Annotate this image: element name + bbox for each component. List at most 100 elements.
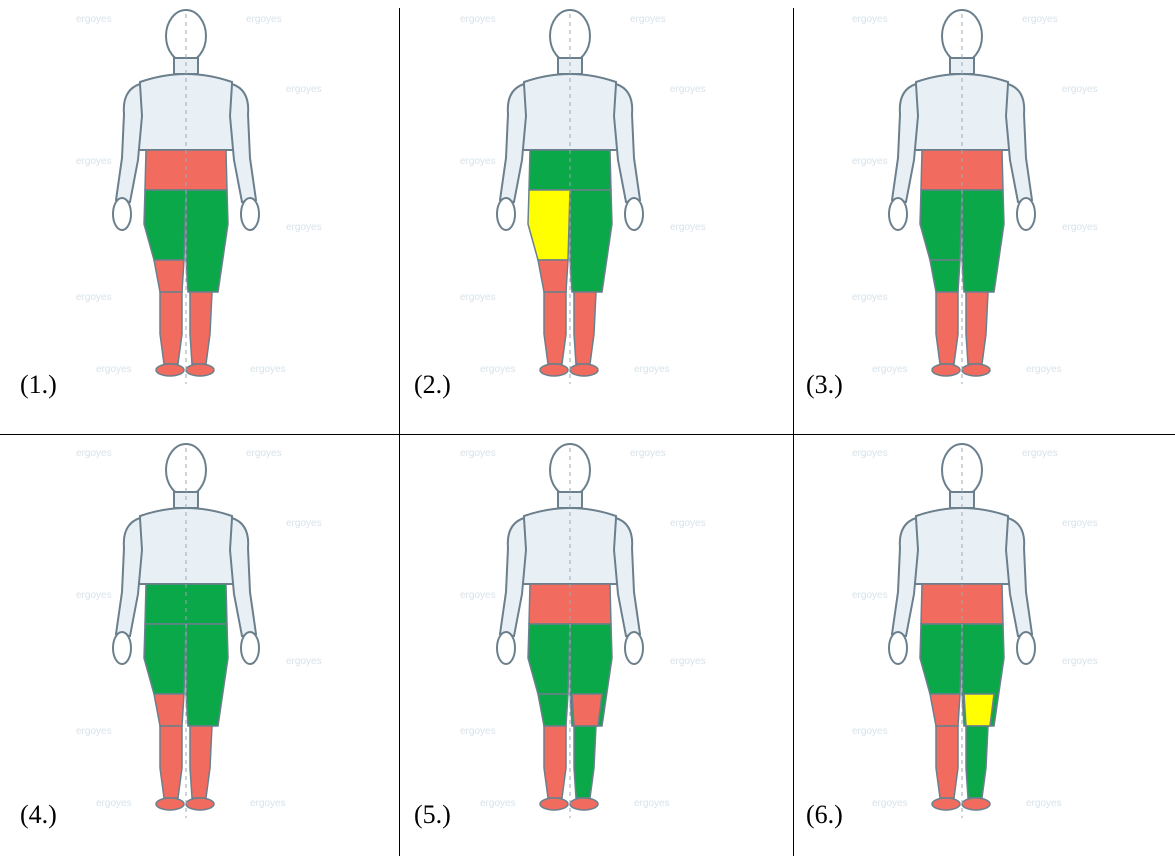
region-left-thigh-upper	[144, 624, 186, 694]
left-hand	[889, 632, 907, 664]
left-hand	[113, 198, 131, 230]
watermark-text: ergoyes	[1062, 84, 1098, 95]
watermark-text: ergoyes	[1026, 798, 1062, 809]
watermark-text: ergoyes	[460, 726, 496, 737]
watermark-text: ergoyes	[670, 656, 706, 667]
watermark-text: ergoyes	[460, 590, 496, 601]
region-right-lower-leg	[574, 726, 596, 798]
region-right-lower-leg	[966, 292, 988, 364]
region-right-lower-leg	[574, 292, 596, 364]
watermark-text: ergoyes	[630, 14, 666, 25]
watermark-text: ergoyes	[872, 364, 908, 375]
watermark-text: ergoyes	[76, 14, 112, 25]
watermark-text: ergoyes	[670, 222, 706, 233]
watermark-text: ergoyes	[76, 448, 112, 459]
watermark-text: ergoyes	[286, 222, 322, 233]
left-hand	[889, 198, 907, 230]
watermark-text: ergoyes	[76, 292, 112, 303]
region-left-lower-leg	[936, 292, 958, 364]
region-left-thigh-lower	[930, 260, 960, 292]
region-left-thigh-lower	[538, 260, 568, 292]
left-arm	[116, 518, 142, 636]
watermark-text: ergoyes	[852, 726, 888, 737]
right-hand	[241, 198, 259, 230]
watermark-text: ergoyes	[1062, 518, 1098, 529]
watermark-text: ergoyes	[670, 84, 706, 95]
watermark-text: ergoyes	[286, 656, 322, 667]
left-foot	[540, 798, 568, 810]
watermark-text: ergoyes	[1026, 364, 1062, 375]
watermark-text: ergoyes	[670, 518, 706, 529]
region-right-thigh	[570, 190, 612, 292]
region-right-lower-leg	[966, 726, 988, 798]
watermark-text: ergoyes	[246, 14, 282, 25]
divider-horizontal	[0, 434, 1175, 435]
right-arm	[230, 518, 256, 636]
left-hand	[113, 632, 131, 664]
region-right-thigh	[186, 190, 228, 292]
left-foot	[156, 364, 184, 376]
right-foot	[570, 364, 598, 376]
body-diagram: ergoyes ergoyes ergoyes ergoyes ergoyes ergoy…	[812, 4, 1112, 404]
panel-3: ergoyes ergoyes ergoyes ergoyes ergoyes ergoy…	[812, 4, 1112, 404]
watermark-text: ergoyes	[1062, 656, 1098, 667]
region-left-lower-leg	[544, 726, 566, 798]
region-left-thigh-upper	[920, 624, 962, 694]
region-left-thigh-lower	[538, 694, 568, 726]
watermark-text: ergoyes	[1022, 448, 1058, 459]
panel-1: ergoyes ergoyes ergoyes ergoyes ergoyes ergoy…	[36, 4, 336, 404]
watermark-text: ergoyes	[460, 448, 496, 459]
body-diagram: ergoyes ergoyes ergoyes ergoyes ergoyes ergoy…	[420, 438, 720, 838]
region-left-lower-leg	[160, 292, 182, 364]
left-arm	[500, 84, 526, 202]
watermark-text: ergoyes	[96, 364, 132, 375]
right-hand	[241, 632, 259, 664]
watermark-text: ergoyes	[250, 364, 286, 375]
left-foot	[540, 364, 568, 376]
right-foot	[186, 364, 214, 376]
region-left-lower-leg	[160, 726, 182, 798]
watermark-text: ergoyes	[852, 292, 888, 303]
watermark-text: ergoyes	[634, 798, 670, 809]
divider-vertical-1	[399, 8, 400, 856]
left-foot	[932, 798, 960, 810]
region-right-knee	[572, 694, 602, 726]
watermark-text: ergoyes	[76, 156, 112, 167]
region-left-thigh-lower	[930, 694, 960, 726]
left-foot	[932, 364, 960, 376]
right-hand	[1017, 198, 1035, 230]
divider-vertical-2	[793, 8, 794, 856]
panel-5: ergoyes ergoyes ergoyes ergoyes ergoyes ergoy…	[420, 438, 720, 838]
left-foot	[156, 798, 184, 810]
region-left-thigh-upper	[528, 190, 570, 260]
watermark-text: ergoyes	[460, 156, 496, 167]
region-right-lower-leg	[190, 292, 212, 364]
region-left-thigh-upper	[920, 190, 962, 260]
watermark-text: ergoyes	[852, 14, 888, 25]
right-hand	[625, 632, 643, 664]
left-arm	[892, 518, 918, 636]
right-arm	[1006, 518, 1032, 636]
watermark-text: ergoyes	[634, 364, 670, 375]
watermark-text: ergoyes	[852, 156, 888, 167]
right-hand	[625, 198, 643, 230]
left-arm	[116, 84, 142, 202]
region-left-lower-leg	[544, 292, 566, 364]
right-hand	[1017, 632, 1035, 664]
region-left-thigh-upper	[144, 190, 186, 260]
region-left-thigh-upper	[528, 624, 570, 694]
right-arm	[230, 84, 256, 202]
left-arm	[892, 84, 918, 202]
watermark-text: ergoyes	[286, 518, 322, 529]
right-foot	[186, 798, 214, 810]
panel-label-3: (3.)	[806, 370, 843, 400]
watermark-text: ergoyes	[250, 798, 286, 809]
watermark-text: ergoyes	[76, 590, 112, 601]
left-hand	[497, 198, 515, 230]
watermark-text: ergoyes	[96, 798, 132, 809]
watermark-text: ergoyes	[1062, 222, 1098, 233]
